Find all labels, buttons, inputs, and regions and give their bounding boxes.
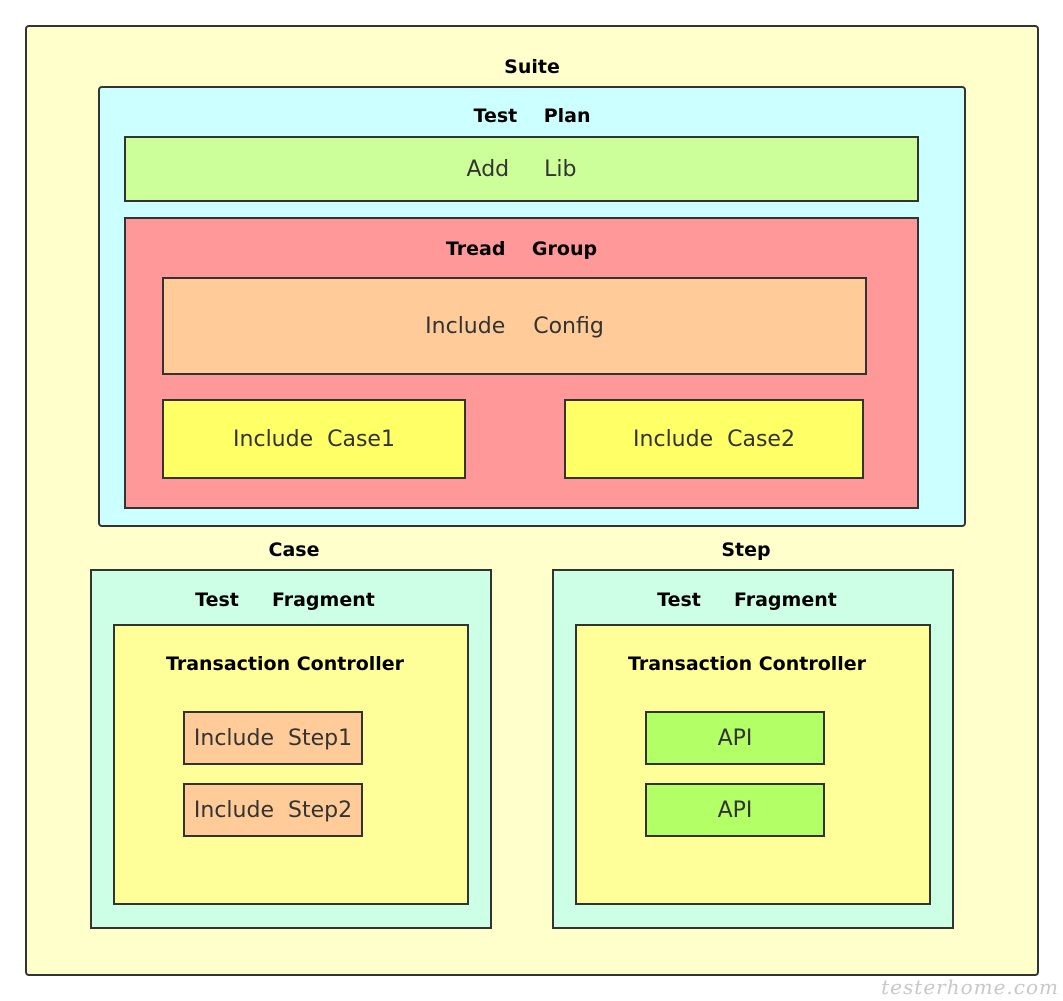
case-test-fragment-title: Test Fragment: [195, 589, 375, 611]
include-case2-label: Include Case2: [633, 426, 795, 452]
add-lib-box: Add Lib: [124, 136, 919, 202]
add-lib-label: Add Lib: [466, 156, 577, 182]
api-label-2: API: [717, 797, 753, 823]
include-config-label: Include Config: [425, 313, 604, 339]
include-step2-label: Include Step2: [193, 797, 353, 823]
api-box-1: API: [645, 711, 825, 765]
include-step1-box: Include Step1: [183, 711, 363, 765]
include-case1-label: Include Case1: [233, 426, 395, 452]
step-title: Step: [721, 539, 771, 561]
api-box-2: API: [645, 783, 825, 837]
include-step2-box: Include Step2: [183, 783, 363, 837]
include-step1-label: Include Step1: [193, 725, 353, 751]
step-test-fragment-title: Test Fragment: [657, 589, 837, 611]
api-label-1: API: [717, 725, 753, 751]
suite-title: Suite: [504, 56, 560, 78]
include-case1-box: Include Case1: [162, 399, 466, 479]
case-title: Case: [268, 539, 320, 561]
test-plan-title: Test Plan: [473, 105, 591, 127]
step-transaction-controller-title: Transaction Controller: [627, 653, 867, 675]
include-config-box: Include Config: [162, 277, 867, 375]
include-case2-box: Include Case2: [564, 399, 864, 479]
thread-group-title: Tread Group: [445, 238, 598, 260]
watermark: testerhome.com: [881, 975, 1059, 999]
case-transaction-controller-title: Transaction Controller: [165, 653, 405, 675]
